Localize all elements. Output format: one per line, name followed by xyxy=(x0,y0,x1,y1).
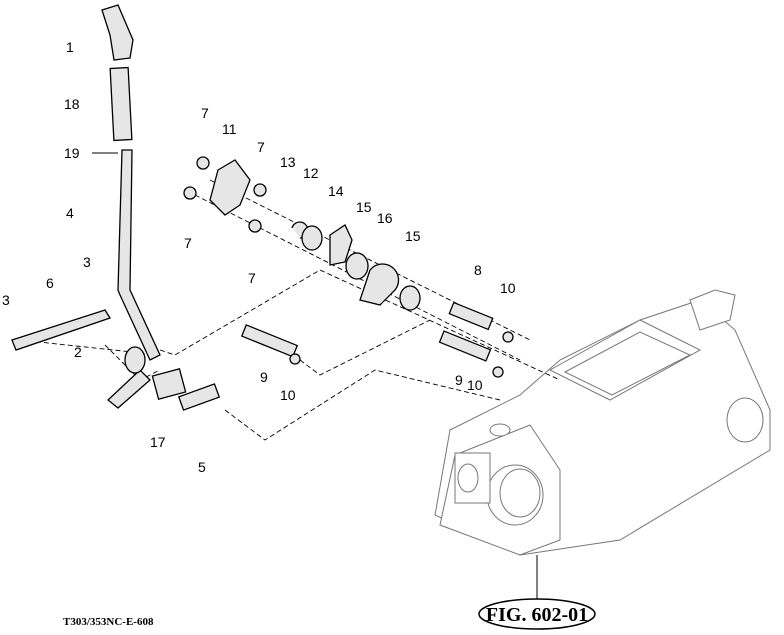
part-pin-5 xyxy=(177,383,221,411)
part-bushing xyxy=(124,346,146,374)
callout: 3 xyxy=(83,254,91,270)
callout: 9 xyxy=(455,372,463,388)
callout: 5 xyxy=(198,459,206,475)
part-lever-arm xyxy=(117,149,161,361)
drawing-code: T303/353NC-E-608 xyxy=(63,616,154,628)
bracket-assembly xyxy=(183,156,514,378)
callout: 10 xyxy=(280,387,296,403)
part-callouts: 1 18 19 4 3 3 6 2 17 5 7 11 7 13 12 14 1… xyxy=(2,39,516,475)
callout: 19 xyxy=(64,145,80,161)
figure-label: FIG. 602-01 xyxy=(486,604,588,626)
callout: 15 xyxy=(405,228,421,244)
callout: 10 xyxy=(467,377,483,393)
callout: 10 xyxy=(500,280,516,296)
part-link-bar xyxy=(11,309,111,351)
lift-housing xyxy=(434,289,771,600)
callout: 7 xyxy=(248,270,256,286)
callout: 18 xyxy=(64,96,80,112)
callout: 16 xyxy=(377,210,393,226)
callout: 6 xyxy=(46,275,54,291)
part-grip-sleeve xyxy=(109,66,133,142)
callout: 7 xyxy=(257,139,265,155)
callout: 1 xyxy=(66,39,74,55)
callout: 12 xyxy=(303,165,319,181)
part-knob xyxy=(101,4,134,61)
callout: 4 xyxy=(66,205,74,221)
callout: 7 xyxy=(201,105,209,121)
callout: 17 xyxy=(150,434,166,450)
part-sleeve-17 xyxy=(151,367,187,401)
figure-label-oval xyxy=(478,598,596,630)
callout: 7 xyxy=(184,235,192,251)
part-pivot-bracket xyxy=(107,369,151,409)
callout: 11 xyxy=(222,121,237,137)
callout: 8 xyxy=(474,262,482,278)
callout: 9 xyxy=(260,369,268,385)
callout: 3 xyxy=(2,292,10,308)
lever-assembly xyxy=(11,4,221,411)
callout: 14 xyxy=(328,183,344,199)
callout: 13 xyxy=(280,154,296,170)
callout: 2 xyxy=(74,344,82,360)
callout: 15 xyxy=(356,199,372,215)
